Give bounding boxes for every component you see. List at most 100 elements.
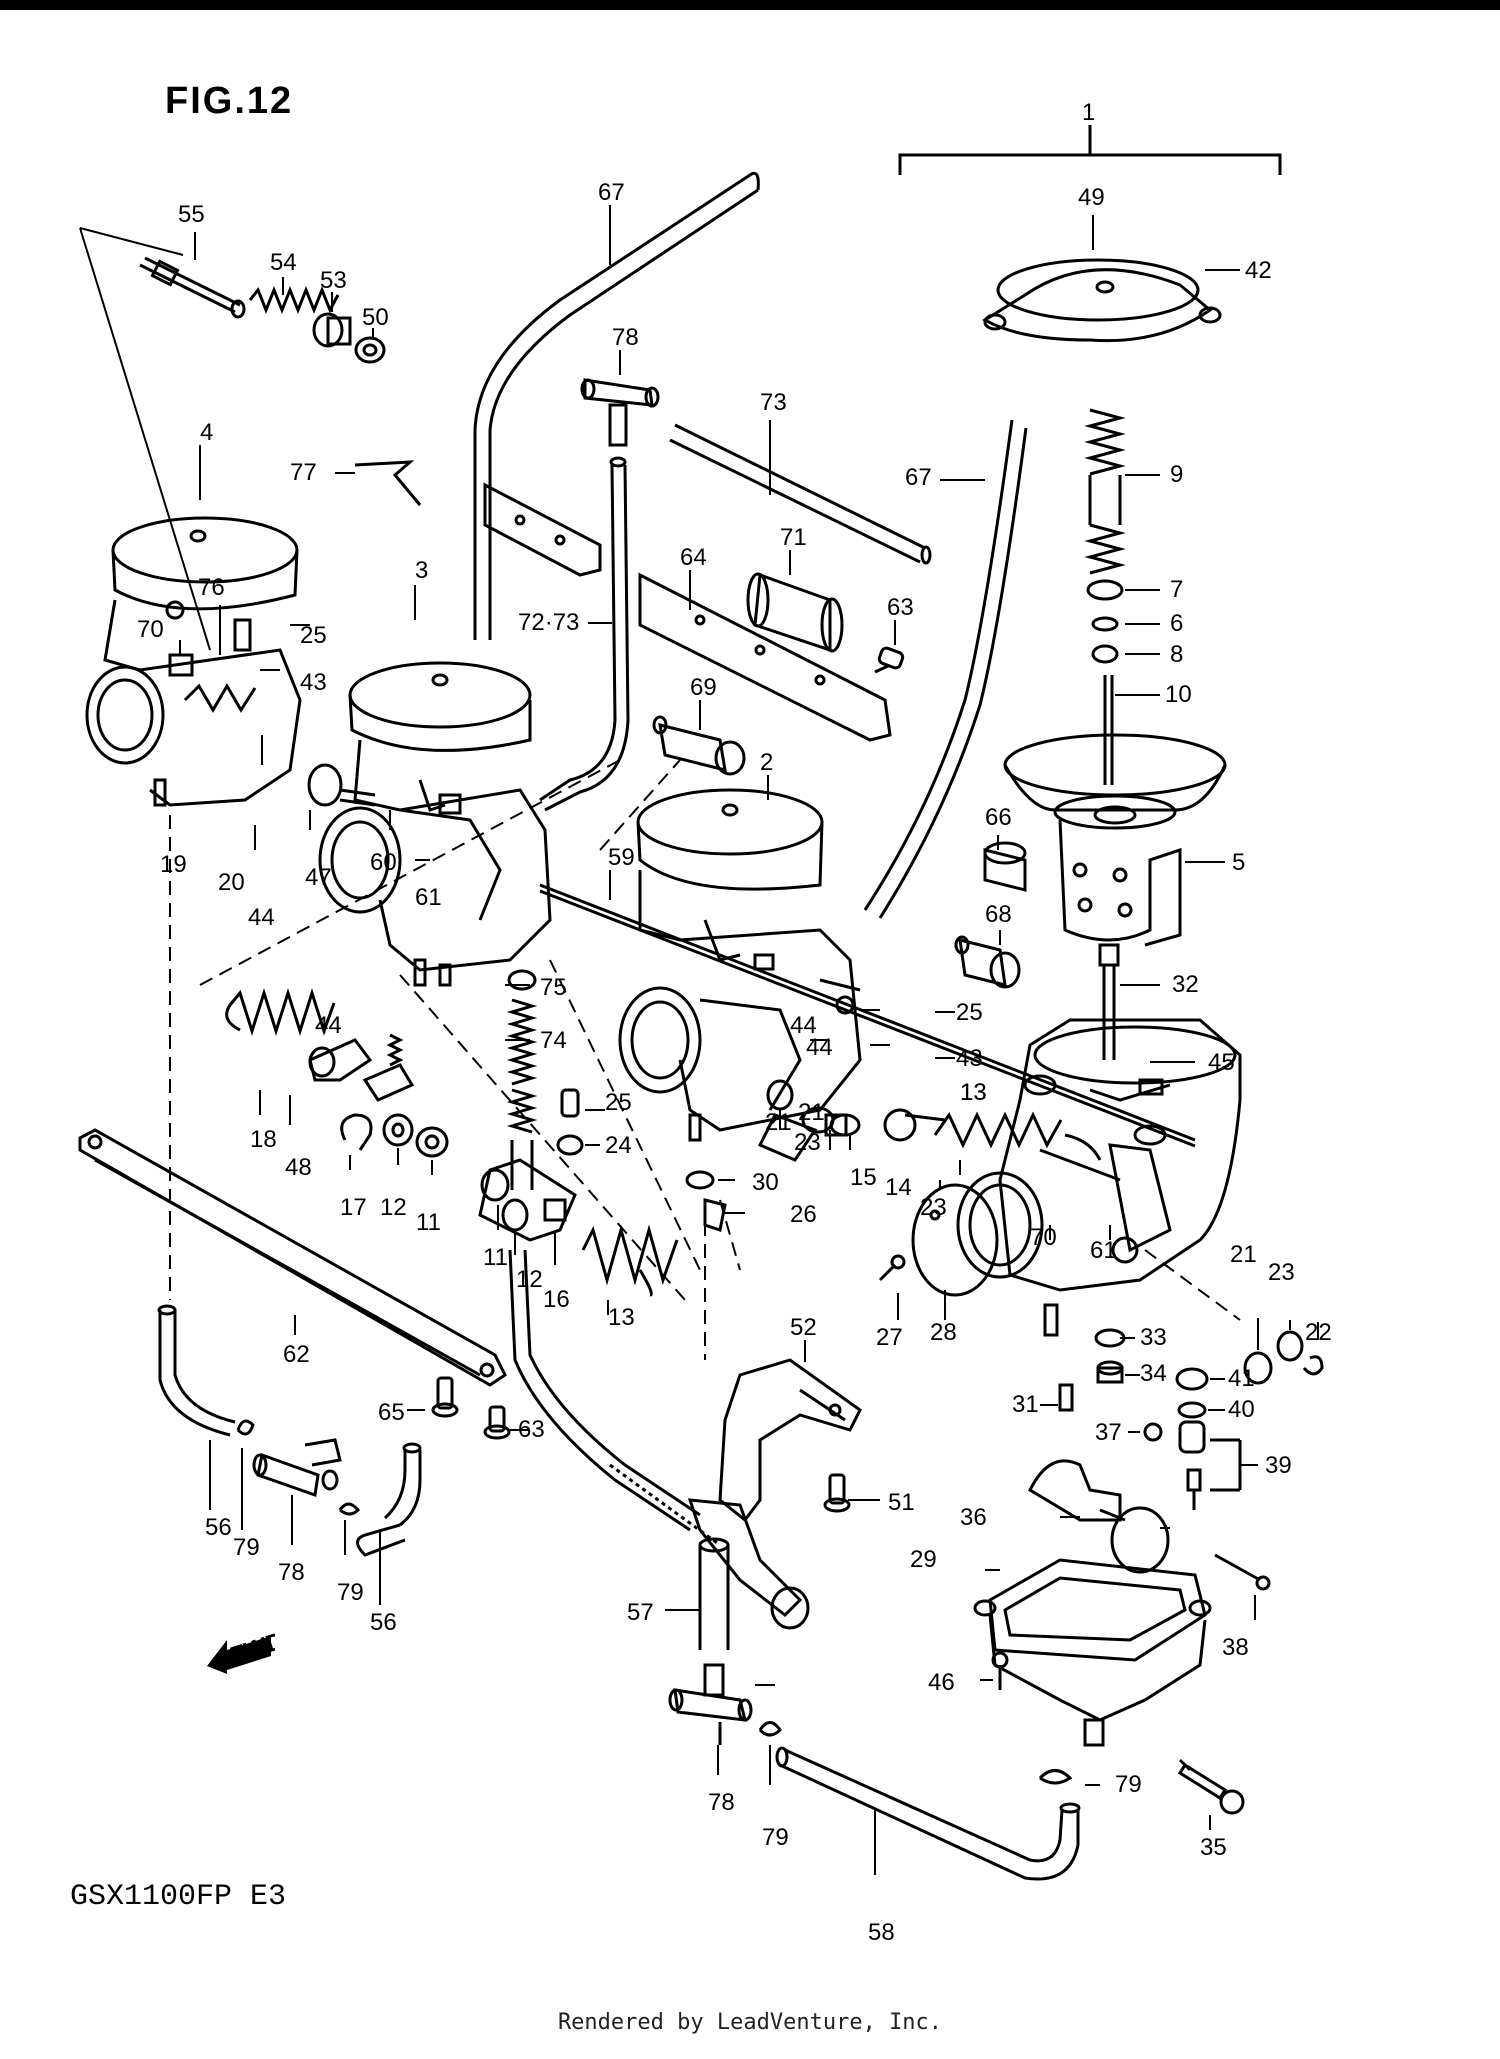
callout-29: 29	[910, 1546, 937, 1573]
callout-27: 27	[876, 1324, 903, 1351]
spring-54	[248, 285, 340, 315]
clip-79-left	[236, 1419, 255, 1436]
callout-56: 56	[205, 1514, 232, 1541]
clip-79-left2	[338, 1502, 361, 1516]
callout-79: 79	[1115, 1771, 1142, 1798]
callout-61: 61	[1090, 1237, 1117, 1264]
callout-73: 73	[760, 389, 787, 416]
callout-44: 44	[315, 1012, 342, 1039]
callout-25: 25	[956, 999, 983, 1026]
callout-64: 64	[680, 544, 707, 571]
clip-17	[340, 1113, 373, 1151]
callout-9: 9	[1170, 461, 1183, 488]
vent-hose-67-top	[473, 171, 760, 640]
callout-69: 69	[690, 674, 717, 701]
callout-37: 37	[1095, 1419, 1122, 1446]
callout-13: 13	[960, 1079, 987, 1106]
callout-8: 8	[1170, 641, 1183, 668]
butterfly-plate-28	[911, 1183, 999, 1297]
sleeve-71	[746, 572, 844, 653]
callout-1: 1	[1082, 99, 1095, 126]
fwd-arrow-icon: FWD	[207, 1630, 275, 1674]
holder-16	[478, 1158, 577, 1242]
callout-54: 54	[270, 249, 297, 276]
callout-32: 32	[1172, 971, 1199, 998]
callout-6: 6	[1170, 610, 1183, 637]
callout-24: 24	[605, 1132, 632, 1159]
screw-51	[823, 1473, 851, 1513]
bracket-62	[78, 1128, 507, 1387]
tube-73	[669, 423, 932, 565]
callout-2: 2	[760, 749, 773, 776]
plug-66	[983, 841, 1027, 892]
screw-46	[991, 1651, 1009, 1690]
callout-34: 34	[1140, 1360, 1167, 1387]
throttle-shaft	[539, 883, 1196, 1148]
callout-42: 42	[1245, 257, 1272, 284]
clip-79-right	[1038, 1769, 1073, 1785]
drain-screw-35	[1177, 1758, 1245, 1815]
callout-44: 44	[790, 1012, 817, 1039]
screw-65	[431, 1376, 459, 1418]
assembly-bracket	[898, 125, 1282, 175]
spring-18	[225, 988, 336, 1036]
callout-70: 70	[137, 616, 164, 643]
carb-3	[318, 661, 552, 987]
callout-4: 4	[200, 419, 213, 446]
spring-74	[506, 969, 538, 1086]
callout-77: 77	[290, 459, 317, 486]
callout-7: 7	[1170, 576, 1183, 603]
callout-13: 13	[608, 1304, 635, 1331]
slide-spring	[1084, 408, 1126, 785]
callout-43: 43	[956, 1045, 983, 1072]
callout-74: 74	[540, 1027, 567, 1054]
hose-58	[775, 1746, 1081, 1881]
callout-50: 50	[362, 304, 389, 331]
callout-39: 39	[1265, 1452, 1292, 1479]
callout-70: 70	[1030, 1224, 1057, 1251]
callout-61: 61	[415, 884, 442, 911]
callout-44: 44	[806, 1034, 833, 1061]
callout-57: 57	[627, 1599, 654, 1626]
plate-64	[638, 572, 892, 742]
adjust-screw-47	[307, 763, 376, 807]
callout-30: 30	[752, 1169, 779, 1196]
clip-77	[354, 460, 422, 506]
screw-38	[1214, 1553, 1271, 1591]
callout-79: 79	[233, 1534, 260, 1561]
callout-labels: 14942976810532456767787878737164636372·7…	[137, 99, 1332, 1946]
callout-23: 23	[920, 1194, 947, 1221]
callout-63: 63	[518, 1416, 545, 1443]
screw-25-mid	[560, 1088, 580, 1118]
callout-31: 31	[1012, 1391, 1039, 1418]
callout-78: 78	[708, 1789, 735, 1816]
washer-50	[354, 336, 386, 364]
callout-62: 62	[283, 1341, 310, 1368]
callout-18: 18	[250, 1126, 277, 1153]
callout-19: 19	[160, 851, 187, 878]
callout-11: 11	[416, 1209, 441, 1236]
callout-23: 23	[1268, 1259, 1295, 1286]
callout-45: 45	[1208, 1049, 1235, 1076]
figure-title: FIG.12	[165, 80, 294, 122]
callout-55: 55	[178, 201, 205, 228]
diag-lines-left	[79, 227, 211, 651]
leader-lines	[179, 205, 1319, 1875]
callout-59: 59	[608, 844, 635, 871]
model-code: GSX1100FP E3	[70, 1880, 287, 1914]
callout-67: 67	[905, 464, 932, 491]
tee-78-left	[252, 1438, 342, 1498]
callout-48: 48	[285, 1154, 312, 1181]
callout-17: 17	[340, 1194, 367, 1221]
screw-63-top	[874, 646, 905, 674]
callout-21: 21	[798, 1099, 825, 1126]
bracket-52	[718, 1358, 862, 1523]
jets-small-parts	[1058, 1328, 1324, 1510]
link-plate-mid	[362, 1063, 415, 1102]
callout-56: 56	[370, 1609, 397, 1636]
callout-75: 75	[540, 974, 567, 1001]
callout-46: 46	[928, 1669, 955, 1696]
connector-68	[954, 935, 1021, 989]
